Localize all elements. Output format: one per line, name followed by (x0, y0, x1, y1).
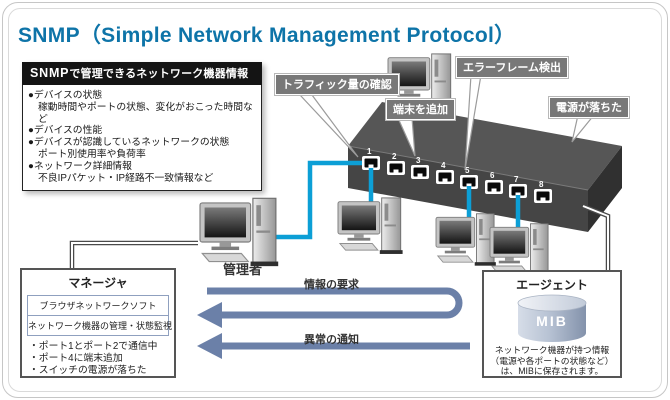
port-1: 1 (362, 147, 380, 170)
manager-software-item: ブラウザネットワークソフト (39, 301, 157, 311)
mib-label: MIB (536, 313, 568, 329)
port-8: 8 (534, 180, 552, 203)
callout-pointers (298, 74, 596, 171)
manager-status-item: ・ポート4に端末追加 (29, 353, 123, 364)
manager-status-list: ・ポート1とポート2で通信中 ・ポート4に端末追加 ・スイッチの電源が落ちた (29, 341, 174, 377)
administrator-label: 管理者 (223, 262, 263, 277)
port-number: 2 (392, 152, 397, 161)
manager-status-item: ・スイッチの電源が落ちた (29, 365, 147, 376)
port-number: 4 (441, 161, 446, 170)
connector-lines (69, 203, 611, 272)
port-7: 7 (509, 175, 527, 198)
mib-database-cylinder: MIB (517, 294, 587, 342)
snmp-info-box: SNMPで管理できるネットワーク機器情報 ●デバイスの状態 稼動時間やポートの状… (22, 62, 262, 192)
client-computer-port5 (435, 213, 497, 267)
port-6: 6 (485, 171, 503, 194)
flow-arrows (197, 287, 470, 359)
agent-note: ネットワーク機器が持つ情報 （電源や各ポートの状態など） は、MIBに保存されま… (484, 345, 620, 377)
administrator-computer (199, 197, 279, 267)
cable-admin-to-port1 (276, 160, 362, 240)
info-line: 稼動時間やポートの状態、変化がおこった時間など (38, 101, 253, 125)
info-line: ●デバイスが認識しているネットワークの状態 (28, 137, 230, 149)
request-flow-label: 情報の要求 (304, 279, 359, 291)
port-number: 7 (514, 175, 519, 184)
manager-software-box: ブラウザネットワークソフト ネットワーク機器の管理・状態監視 (27, 295, 172, 336)
manager-to-admin-line (69, 240, 198, 270)
client-computer-port7 (489, 223, 551, 277)
manager-box: マネージャ ブラウザネットワークソフト ネットワーク機器の管理・状態監視 ・ポー… (20, 268, 176, 378)
manager-status-item: ・ポート1とポート2で通信中 (29, 341, 158, 352)
snmp-info-header-rest: で管理できるネットワーク機器情報 (69, 68, 249, 80)
snmp-info-header: SNMPで管理できるネットワーク機器情報 (22, 62, 262, 85)
request-arrowhead (197, 302, 222, 328)
agent-note-line: は、MIBに保存されます。 (500, 366, 604, 376)
info-line: ●ネットワーク詳細情報 (28, 160, 132, 172)
client-computer-port1 (337, 197, 404, 255)
port-number: 3 (416, 156, 421, 165)
info-line: ポート別使用率や負荷率 (38, 148, 146, 160)
info-line: ●デバイスの状態 (28, 90, 103, 101)
callout-power-down: 電源が落ちた (548, 96, 630, 119)
manager-software-item: ネットワーク機器の管理・状態監視 (28, 315, 172, 335)
callout-error-frame: エラーフレーム検出 (454, 56, 570, 79)
info-line: 不良IPパケット・IP経路不一致情報など (38, 172, 214, 184)
traffic-pointer (298, 94, 359, 158)
notify-arrowhead (197, 333, 222, 359)
agent-note-line: （電源や各ポートの状態など） (490, 355, 614, 366)
agent-title: エージェント (516, 278, 588, 292)
port-4: 4 (436, 161, 454, 184)
switch-ports: 1 2 3 4 (362, 147, 552, 203)
callout-add-terminal: 端末を追加 (385, 98, 456, 121)
request-arrow (207, 287, 463, 319)
agent-box: エージェント MIB ネットワーク機器が持つ情報 （電源や各ポートの状態など） … (482, 270, 622, 378)
port-number: 8 (539, 180, 544, 189)
snmp-info-body: ●デバイスの状態 稼動時間やポートの状態、変化がおこった時間など ●デバイスの性… (22, 85, 262, 192)
page-title: SNMP（Simple Network Management Protocol） (18, 24, 516, 47)
info-line: ●デバイスの性能 (28, 125, 103, 137)
port-5: 5 (460, 166, 478, 189)
port-number: 1 (367, 147, 372, 156)
port-2: 2 (387, 152, 405, 175)
port-number: 5 (465, 166, 470, 175)
manager-title: マネージャ (68, 276, 128, 290)
notify-flow-label: 異常の通知 (304, 334, 359, 346)
snmp-info-header-strong: SNMP (30, 66, 70, 80)
port-number: 6 (490, 171, 495, 180)
power-down-pointer (571, 114, 596, 143)
port-3: 3 (411, 156, 429, 179)
network-cables (276, 160, 521, 240)
agent-note-line: ネットワーク機器が持つ情報 (494, 345, 610, 355)
callout-traffic-check: トラフィック量の確認 (274, 73, 400, 96)
